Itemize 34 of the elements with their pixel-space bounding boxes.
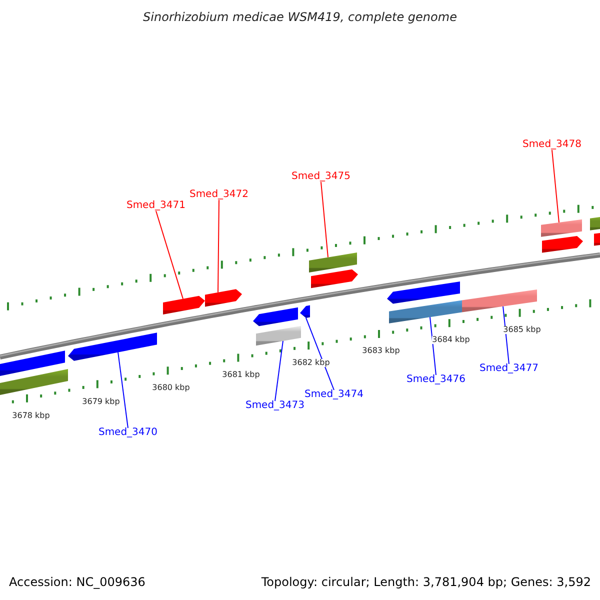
- scale-label: 3679 kbp: [82, 398, 120, 406]
- gene-block: [205, 289, 242, 307]
- gene-label: Smed_3471: [126, 201, 186, 211]
- gene-label: Smed_3473: [245, 401, 305, 411]
- gene-label: Smed_3474: [304, 390, 364, 400]
- footer-text: Topology: circular; Length: 3,781,904 bp; Genes: 3,592: [261, 576, 591, 588]
- leader-line: [320, 182, 328, 258]
- gene-bar: [309, 252, 357, 272]
- chart-title: Sinorhizobium medicae WSM419, complete genome: [143, 11, 457, 23]
- scale-label: 3682 kbp: [292, 359, 330, 367]
- gene-block: [300, 305, 310, 318]
- leader-line: [274, 340, 284, 402]
- scale-label: 3684 kbp: [432, 336, 470, 344]
- gene-bar: [462, 289, 537, 312]
- leader-line: [430, 316, 436, 376]
- footer-text: Accession: NC_009636: [9, 576, 146, 588]
- leader-line: [118, 352, 128, 428]
- gene-label: Smed_3477: [479, 364, 539, 374]
- leader-line: [552, 150, 560, 223]
- gene-label: Smed_3470: [98, 428, 158, 438]
- scale-label: 3678 kbp: [12, 412, 50, 420]
- gene-bar: [389, 300, 462, 324]
- gene-label: Smed_3472: [189, 190, 249, 200]
- gene-label: Smed_3475: [291, 172, 351, 182]
- gene-bar: [256, 326, 301, 346]
- gene-label: Smed_3478: [522, 140, 582, 150]
- leader-line: [218, 200, 220, 293]
- gene-block: [68, 332, 157, 361]
- gene-bar: [541, 219, 582, 237]
- leader-line: [306, 317, 334, 390]
- gene-label: Smed_3476: [406, 375, 466, 385]
- gene-block: [163, 296, 205, 315]
- leader-line: [502, 306, 510, 364]
- leader-line: [156, 210, 184, 300]
